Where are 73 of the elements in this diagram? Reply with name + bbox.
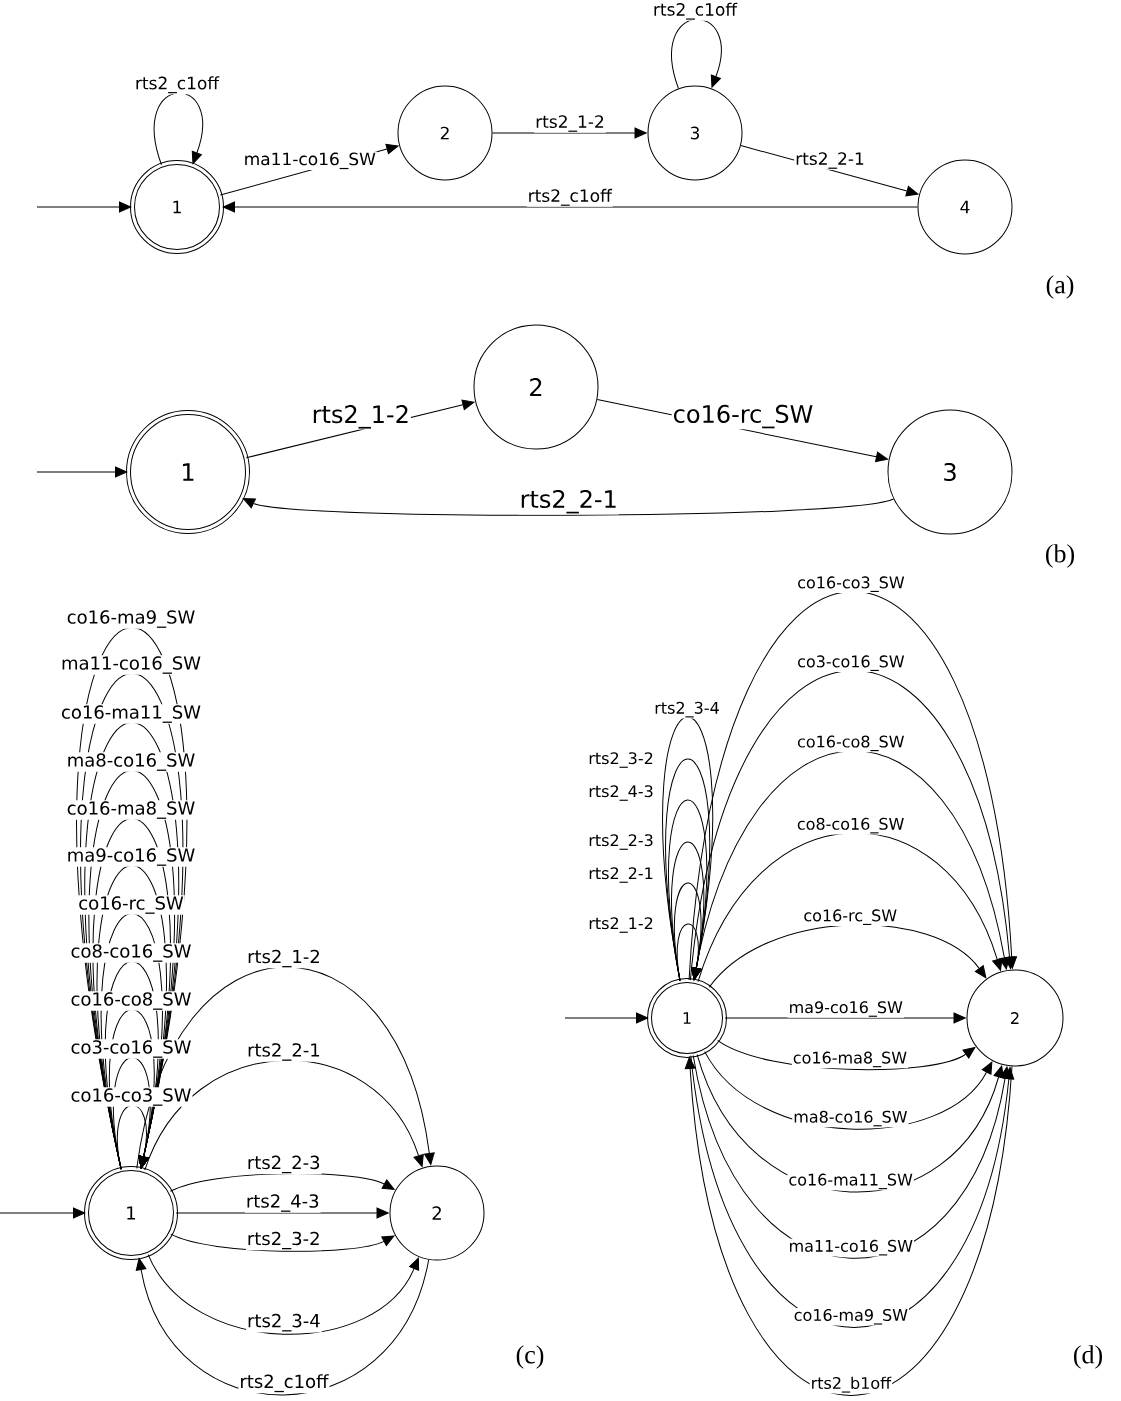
edge-label: ma11-co16_SW [60,655,202,675]
edge-label: rts2_b1off [809,1375,893,1394]
edge-label: ma11-co16_SW [787,1238,914,1257]
arrow [170,1233,395,1252]
panel-label: (a) [1046,275,1074,299]
arrow [676,923,702,982]
arrow [564,1012,649,1024]
arrow [684,1056,1013,1396]
arrow [153,92,203,166]
edge-label: co8-co16_SW [795,816,906,835]
edge-label: rts2_3-2 [245,1230,322,1251]
edge-label: co16-co3_SW [69,1087,193,1107]
panel-label: (b) [1046,544,1074,568]
edge-label: ma8-co16_SW [792,1109,909,1128]
arrow [0,1207,86,1219]
edge-label: ma9-co16_SW [787,1000,904,1018]
edge-label: ma9-co16_SW [65,847,197,867]
edge-label: rts2_c1off [238,1373,330,1394]
edge-label: co16-rc_SW [77,895,185,915]
edge-label: rts2_2-1 [246,1042,322,1062]
edge-label: rts2_2-1 [794,151,866,170]
edge-label: rts2_2-3 [245,1154,322,1175]
edge-label: co16-rc_SW [802,908,899,926]
arrow [693,750,1010,982]
edge-label: rts2_3-4 [653,700,721,719]
arrow [36,466,128,478]
panel-label: (c) [516,1345,544,1369]
edge-label: co3-co16_SW [796,654,906,672]
edge-label: rts2_1-2 [534,114,606,133]
arrow [717,1039,976,1071]
edge-label: rts2_1-2 [587,916,655,934]
edge-label: rts2_2-3 [587,833,655,851]
arrow [135,1258,430,1396]
edge-label: ma8-co16_SW [65,752,197,772]
edge-label: rts2_c1off [526,187,613,207]
arrow [175,1207,389,1219]
edge-label: rts2_c1off [133,75,221,95]
edge-label: rts2_1-2 [310,404,411,430]
edge-label: rts2_c1off [651,1,739,21]
edge-label: rts2_3-4 [246,1312,322,1333]
edge-label: co16-ma9_SW [65,609,197,629]
arrow [697,832,1003,983]
edge-label: rts2_1-2 [246,948,322,969]
edge-label: co3-co16_SW [69,1039,193,1059]
edge-label: co16-ma11_SW [787,1172,914,1191]
arrow [689,670,1015,981]
edge-label: co8-co16_SW [69,943,193,963]
edge-label: co16-ma8_SW [791,1050,909,1069]
edge-label: rts2_3-2 [587,751,655,769]
panel-label: (d) [1074,1345,1102,1369]
arrow [242,498,895,516]
arrow [222,201,918,213]
arrow [36,201,132,213]
edge-label: co16-rc_SW [671,403,815,430]
arrow [136,966,435,1169]
arrow [147,1254,420,1335]
edge-label: co16-ma8_SW [65,800,197,820]
edge-label: co16-co8_SW [69,991,193,1011]
edge-label: co16-ma9_SW [792,1307,909,1326]
edge-label: rts2_2-1 [587,866,655,884]
arrow [116,1104,149,1170]
edge-label: rts2_4-3 [244,1193,321,1213]
arrow [688,591,1018,981]
edge-label: co16-co3_SW [796,575,906,593]
edge-label: co16-ma11_SW [60,704,202,724]
edge-label: co16-co8_SW [796,734,906,753]
edge-label: rts2_4-3 [587,784,655,802]
arrow [492,127,647,139]
arrow [704,1051,993,1130]
edge-label: rts2_2-1 [518,488,619,515]
arrow [724,1012,966,1024]
arrow [671,18,722,89]
edge-label: ma11-co16_SW [242,151,377,171]
